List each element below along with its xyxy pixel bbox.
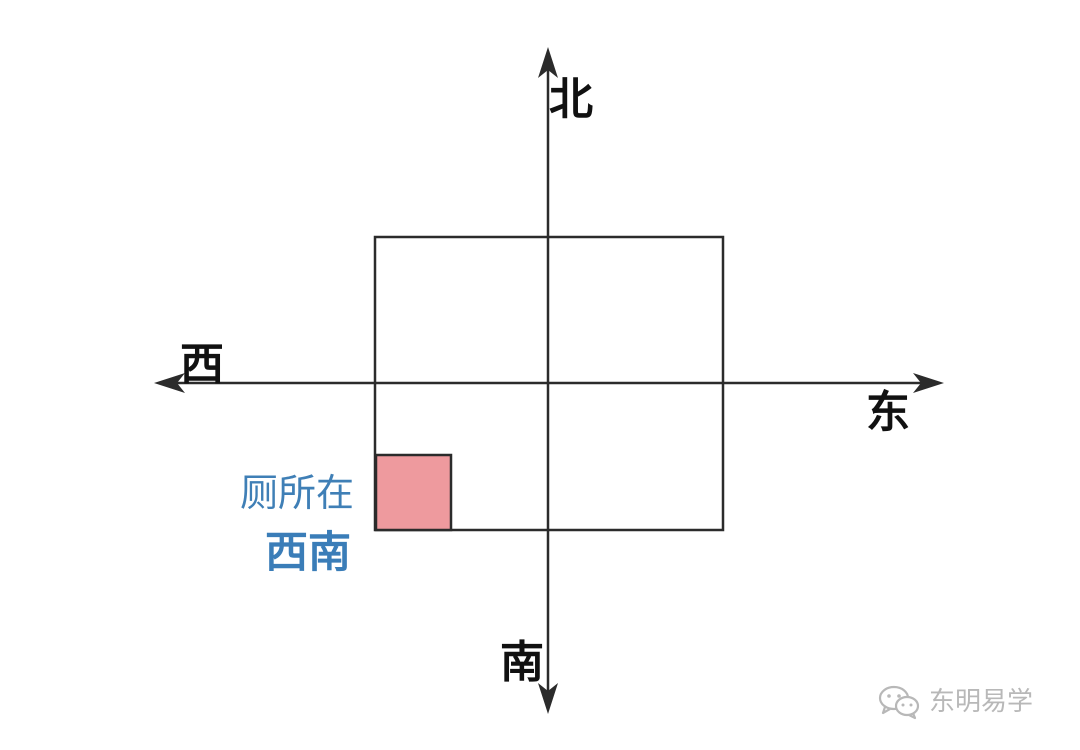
- toilet-location-caption: 厕所在: [240, 471, 355, 515]
- north-arrowhead: [538, 47, 558, 78]
- toilet-direction-text: 西南: [265, 528, 351, 578]
- west-arrowhead: [154, 373, 185, 393]
- toilet-marker: [374, 453, 453, 532]
- south-arrowhead: [538, 683, 558, 714]
- east-arrowhead: [913, 373, 944, 393]
- north-label: 北: [549, 74, 593, 125]
- watermark-text: 东明易学: [929, 687, 1034, 717]
- south-label: 南: [500, 637, 544, 688]
- watermark: 东明易学: [877, 684, 1033, 720]
- west-label: 西: [180, 339, 224, 390]
- wechat-icon: [878, 685, 920, 720]
- east-label: 东: [866, 387, 910, 438]
